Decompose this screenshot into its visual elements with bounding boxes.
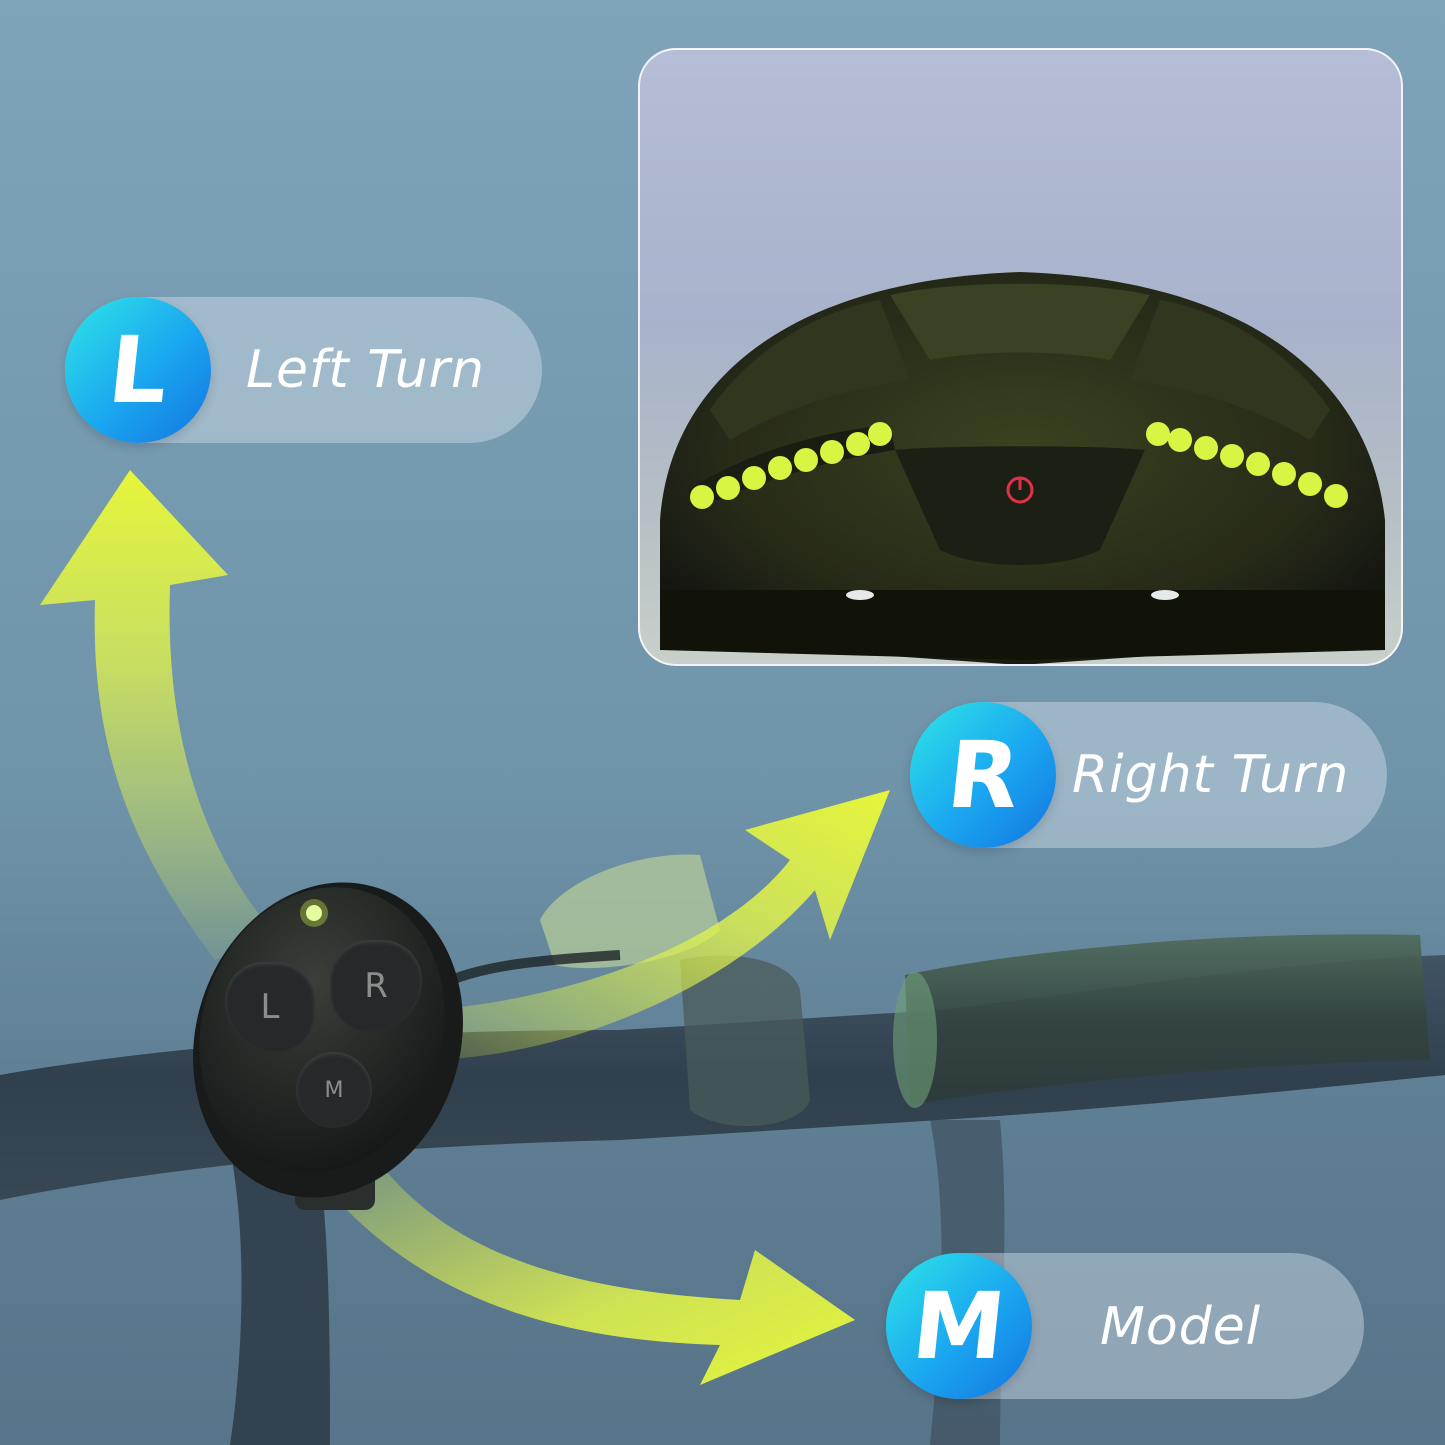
remote-button-mode[interactable]: M xyxy=(296,1052,372,1128)
remote-button-left[interactable]: L xyxy=(225,962,315,1052)
left-turn-badge: L xyxy=(65,297,211,443)
left-turn-letter: L xyxy=(103,316,173,424)
remote-button-left-label: L xyxy=(260,987,280,1027)
remote-button-mode-label: M xyxy=(324,1077,344,1103)
helmet-inset xyxy=(638,48,1403,666)
brake-clamp xyxy=(680,955,810,1127)
grip xyxy=(905,934,1430,1105)
helmet-center-panel xyxy=(895,446,1145,565)
helmet-illustration xyxy=(660,272,1385,664)
display-unit xyxy=(540,854,720,969)
led-left xyxy=(690,422,892,509)
right-turn-letter: R xyxy=(941,721,1025,829)
helmet-vent-center xyxy=(890,283,1150,360)
remote-button-right[interactable]: R xyxy=(330,940,422,1032)
right-turn-label: Right Turn xyxy=(1072,745,1350,805)
left-turn-label: Left Turn xyxy=(246,340,486,400)
status-led xyxy=(306,905,322,921)
model-letter: M xyxy=(907,1272,1011,1380)
remote-button-right-label: R xyxy=(364,966,388,1006)
model-badge: M xyxy=(886,1253,1032,1399)
led-right xyxy=(1146,422,1348,508)
left-turn-arrow xyxy=(40,470,280,960)
stem xyxy=(230,1150,330,1445)
model-arrow xyxy=(320,1150,855,1385)
model-label: Model xyxy=(1100,1297,1262,1357)
right-turn-badge: R xyxy=(910,702,1056,848)
right-turn-arrow xyxy=(420,790,890,1060)
